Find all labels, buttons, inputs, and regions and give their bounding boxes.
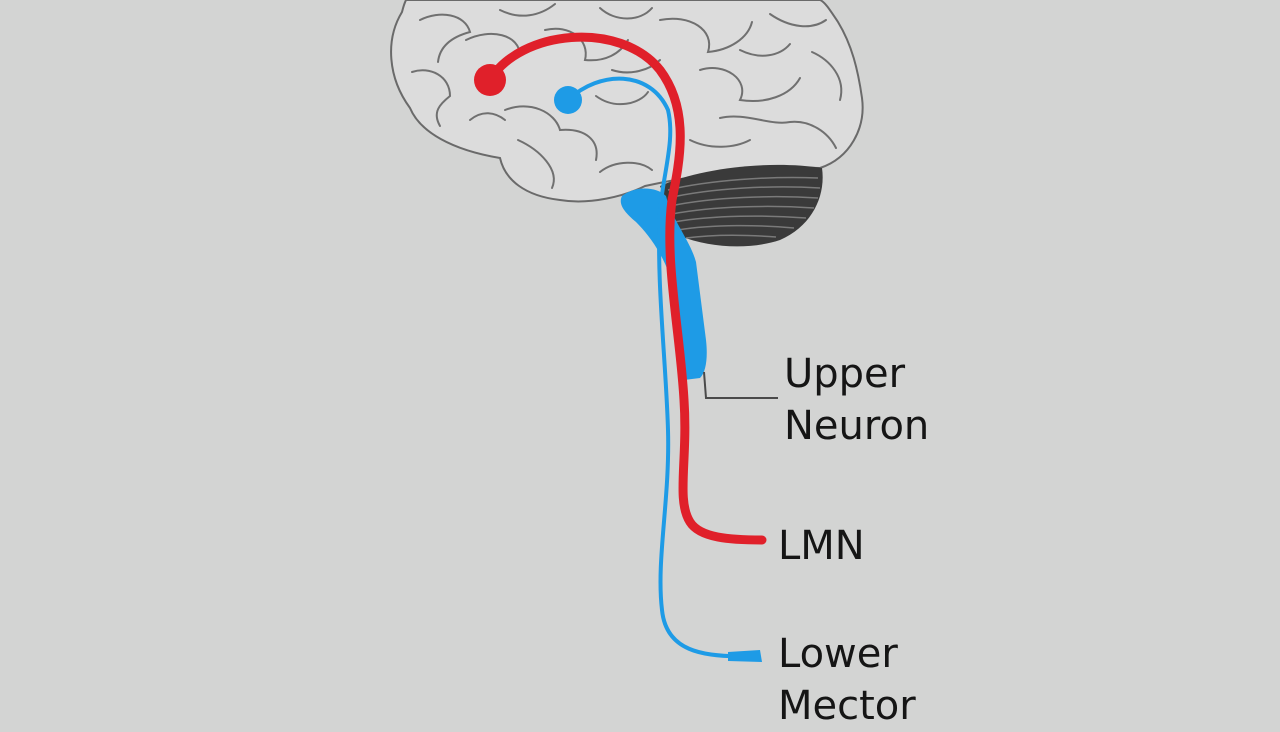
lower-mector-label: Lower Mector [778, 628, 916, 732]
upper-neuron-label-line1: Upper [784, 351, 906, 397]
cerebellum [660, 164, 823, 247]
upper-neuron-label: Upper Neuron [784, 348, 929, 452]
upper-pathway [474, 32, 767, 545]
brain-gyri [411, 3, 843, 189]
brainstem [620, 188, 707, 380]
lower-pathway [554, 76, 762, 662]
upper-neuron-label-line2: Neuron [784, 403, 930, 449]
lower-mector-label-line2: Mector [778, 683, 916, 729]
upper-neuron-leader-line [703, 371, 778, 399]
lower-neuron-cell-body [554, 86, 582, 114]
lower-mector-label-line1: Lower [778, 631, 898, 677]
upper-neuron-cell-body [474, 64, 506, 96]
lmn-label: LMN [778, 523, 865, 569]
lower-terminal [728, 650, 762, 662]
